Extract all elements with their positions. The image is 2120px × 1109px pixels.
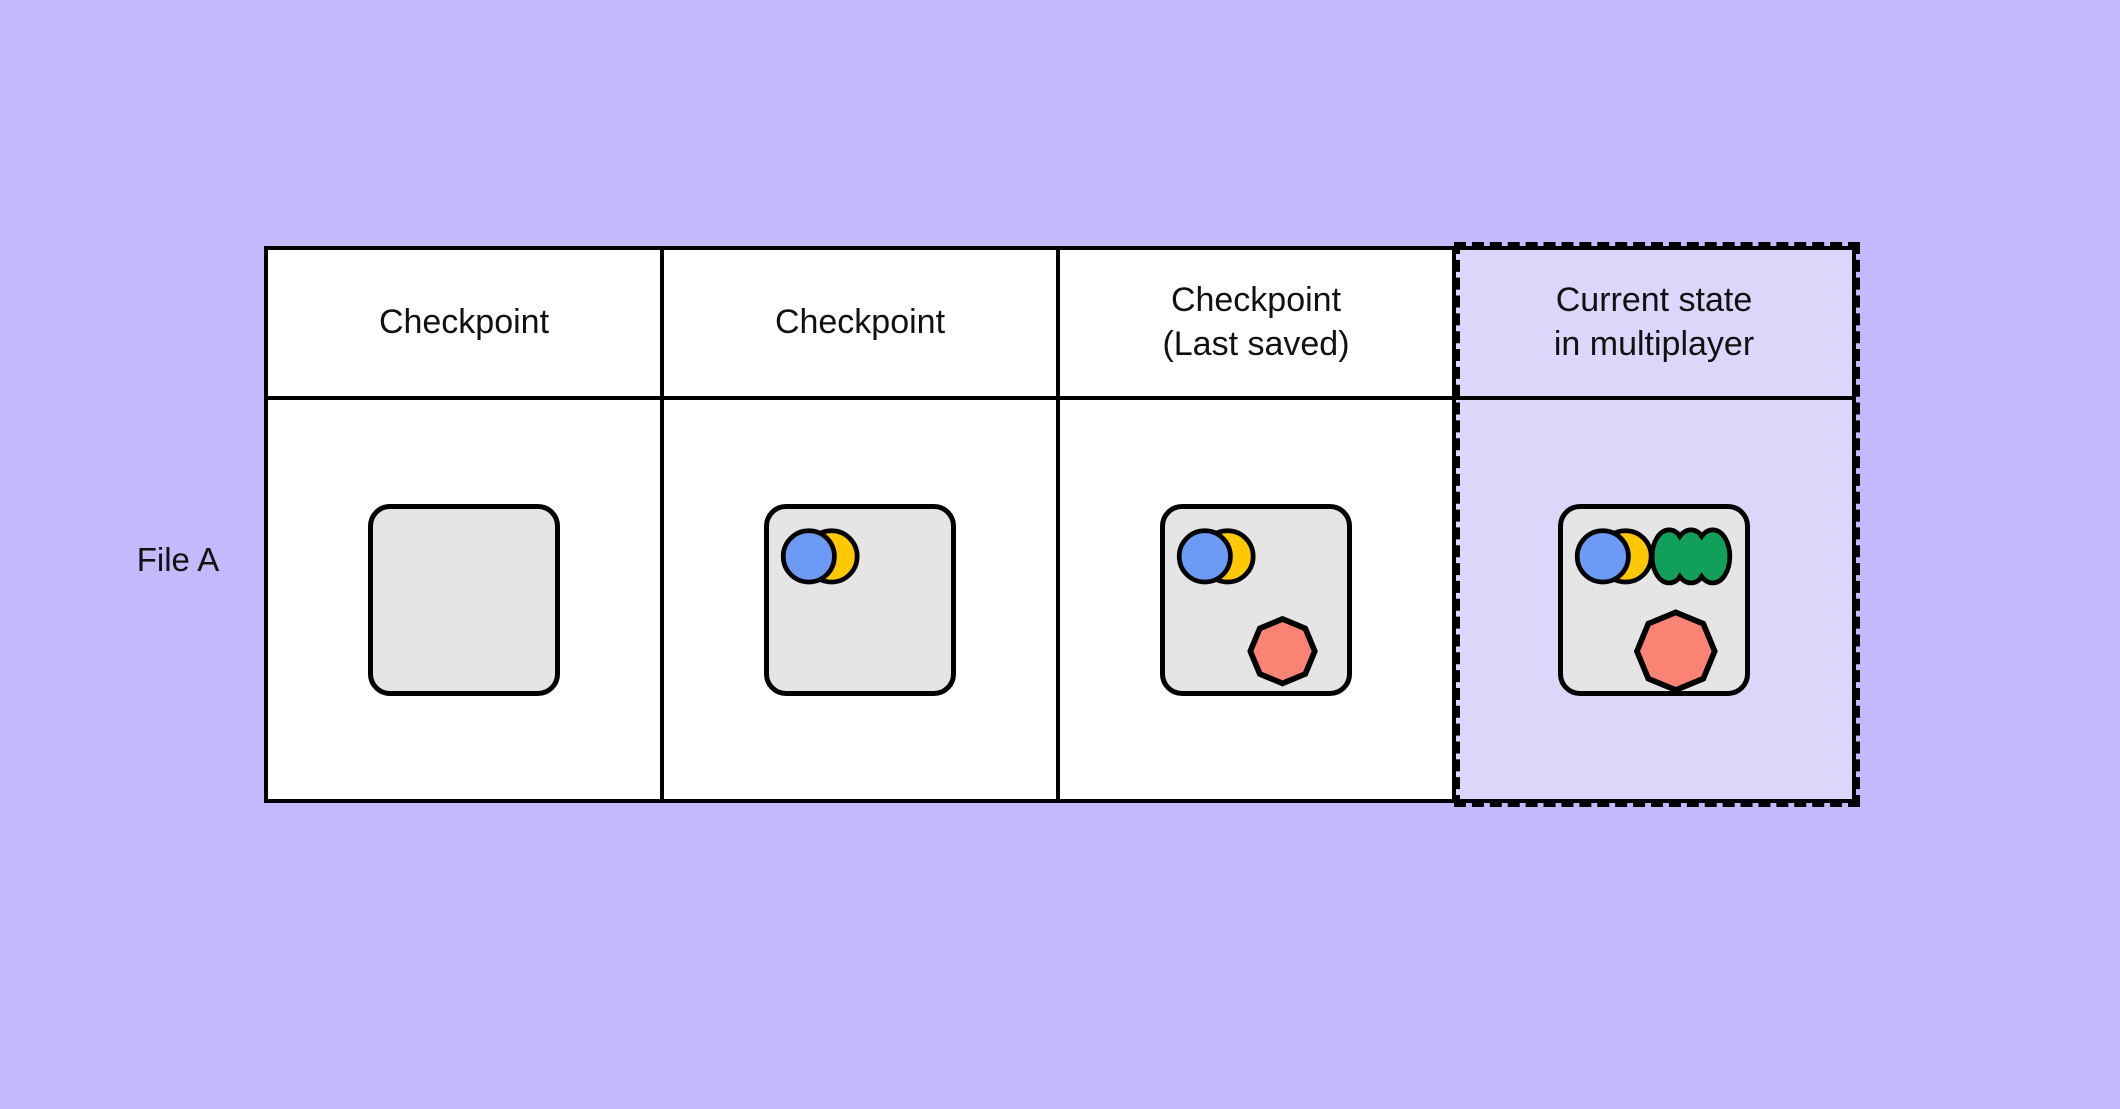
header-cell-checkpoint-2[interactable]: Checkpoint bbox=[664, 250, 1060, 400]
file-card-current-state[interactable] bbox=[1558, 503, 1750, 696]
file-card-checkpoint-3[interactable] bbox=[1160, 503, 1352, 696]
blue-circle[interactable] bbox=[780, 527, 837, 584]
header-cell-current-state[interactable]: Current state in multiplayer bbox=[1456, 250, 1852, 400]
body-cell-checkpoint-2[interactable] bbox=[664, 400, 1060, 799]
header-label-current-state: Current state in multiplayer bbox=[1553, 281, 1755, 363]
blue-circle[interactable] bbox=[1574, 527, 1631, 584]
header-label-checkpoint-3-last-saved: Checkpoint (Last saved) bbox=[1162, 281, 1350, 363]
file-card-checkpoint-1[interactable] bbox=[368, 503, 560, 696]
green-trilobe[interactable] bbox=[1649, 526, 1733, 585]
shape-layer-checkpoint-1 bbox=[373, 509, 555, 691]
body-cell-checkpoint-3-last-saved[interactable] bbox=[1060, 400, 1456, 799]
checkpoint-timeline-table: Checkpoint Checkpoint Checkpoint (Last s… bbox=[264, 242, 1860, 807]
table-grid: Checkpoint Checkpoint Checkpoint (Last s… bbox=[264, 246, 1856, 803]
row-label-file-a: File A bbox=[136, 541, 220, 578]
header-label-checkpoint-1: Checkpoint bbox=[378, 303, 550, 342]
header-label-checkpoint-2: Checkpoint bbox=[774, 303, 946, 342]
salmon-octagon[interactable] bbox=[1247, 615, 1318, 686]
shape-layer-current-state bbox=[1574, 526, 1733, 693]
shape-layer-checkpoint-2 bbox=[780, 527, 860, 584]
header-cell-checkpoint-1[interactable]: Checkpoint bbox=[268, 250, 664, 400]
file-card-checkpoint-2[interactable] bbox=[764, 503, 956, 696]
salmon-octagon[interactable] bbox=[1633, 608, 1718, 693]
body-cell-checkpoint-1[interactable] bbox=[268, 400, 664, 799]
header-cell-checkpoint-3-last-saved[interactable]: Checkpoint (Last saved) bbox=[1060, 250, 1456, 400]
body-cell-current-state[interactable] bbox=[1456, 400, 1852, 799]
blue-circle[interactable] bbox=[1176, 527, 1233, 584]
shape-layer-checkpoint-3 bbox=[1176, 527, 1318, 686]
